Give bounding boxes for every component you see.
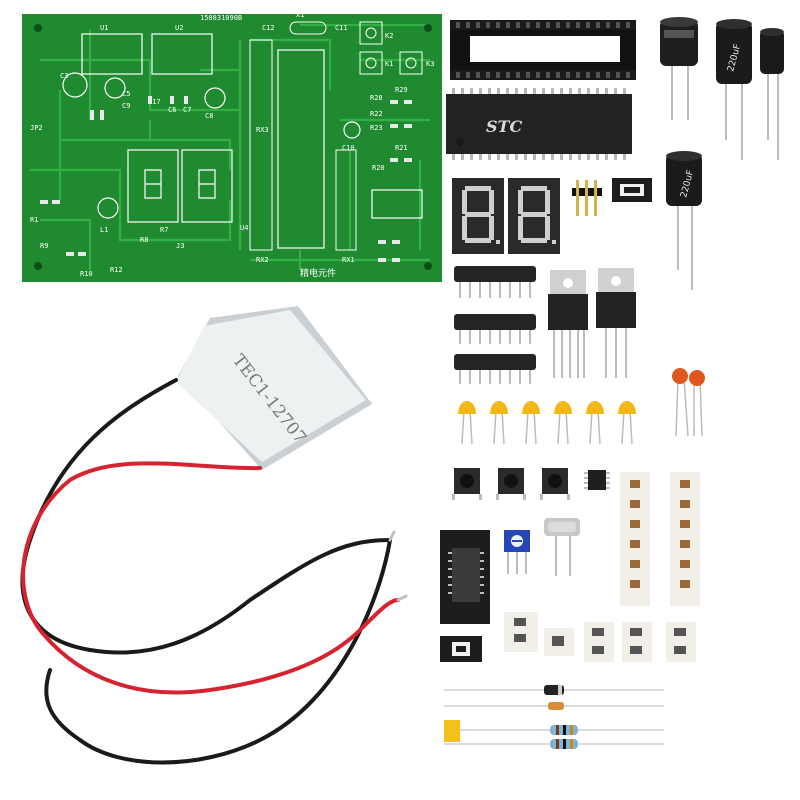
u2-outline (151, 33, 213, 75)
pcb-label-rx3: RX3 (256, 126, 269, 134)
electrolytic-cap-medium: 220uF (666, 151, 702, 290)
pcb-model-text: 150831090B (200, 14, 242, 22)
pcb-label-r7: R7 (160, 226, 168, 234)
regulator-left-label: LM2576T (552, 304, 573, 310)
pcb-label-r22: R22 (370, 110, 383, 118)
pcb-label-r1: R1 (30, 216, 38, 224)
pcb-label-c11: C11 (335, 24, 348, 32)
pcb-label-k3: K3 (426, 60, 434, 68)
seven-segment-display-2 (508, 178, 560, 254)
pcb-pads (40, 96, 412, 262)
pcb-label-c7: C7 (183, 106, 191, 114)
pcb-label-k2: K1 (385, 60, 393, 68)
pcb-label-u4: U4 (240, 224, 248, 232)
pcb-label-c10: C10 (342, 144, 355, 152)
pcb-label-x1: X1 (296, 11, 304, 19)
mcu-footprint (277, 49, 325, 249)
pcb-label-r20: R20 (372, 164, 385, 172)
tactile-switch-2 (496, 468, 526, 500)
pcb-label-r12: R12 (110, 266, 123, 274)
pcb-label-u2: U2 (175, 24, 183, 32)
smd-relay-chip (612, 178, 652, 202)
pcb-label-k1: K2 (385, 32, 393, 40)
crystal-oscillator (544, 518, 580, 576)
pcb-label-jp2: JP2 (30, 124, 43, 132)
resistor-network-1 (454, 266, 536, 298)
pcb-label-c5: C5 (122, 90, 130, 98)
pcb-label-rx2: RX2 (256, 256, 269, 264)
smd-tape-2 (670, 472, 700, 606)
resistor-2 (444, 739, 664, 749)
key-k2-footprint (359, 51, 383, 75)
smd-small-chip (440, 636, 482, 662)
rx-header-right (335, 149, 357, 251)
pcb-label-r9: R9 (40, 242, 48, 250)
c5-footprint (104, 77, 126, 99)
c8-footprint (204, 87, 226, 109)
pcb-label-c3: C3 (60, 72, 68, 80)
u4-footprint (371, 189, 423, 219)
l1-footprint (97, 197, 119, 219)
pcb-label-r8: R8 (140, 236, 148, 244)
key-k3-footprint (399, 51, 423, 75)
regulator-right-label: LT805CV (600, 302, 621, 308)
pcb-label-r23: R23 (370, 124, 383, 132)
stc-microcontroller: STC (446, 88, 632, 160)
tec-module: TEC1-12707 (176, 306, 372, 470)
soic8-chip (584, 470, 610, 490)
pcb-label-rx1: RX1 (342, 256, 355, 264)
c3-footprint (62, 72, 88, 98)
pcb-label-r29: R29 (395, 86, 408, 94)
seg1-footprint (127, 149, 179, 223)
dip40-socket (450, 20, 636, 80)
key-k1-footprint (359, 21, 383, 45)
pcb-label-j3: J3 (176, 242, 184, 250)
pcb-label-u1: U1 (100, 24, 108, 32)
diode-2 (444, 702, 664, 710)
ceramic-capacitors (458, 401, 636, 445)
electrolytic-cap-small (760, 28, 784, 160)
soic-chip-large (440, 530, 490, 624)
pcb-board: X1 C12 C11 U1 U2 K2 K1 K3 R28 R29 R22 R2… (22, 11, 442, 282)
inductor (660, 17, 698, 120)
c10-footprint (343, 121, 361, 139)
pcb-label-c12: C12 (262, 24, 275, 32)
pin-header (572, 180, 602, 216)
resistor-network-3 (454, 354, 536, 384)
pcb-label-c8: C8 (205, 112, 213, 120)
u1-outline (81, 33, 143, 75)
diode-1 (444, 685, 664, 695)
seg2-footprint (181, 149, 233, 223)
resistor-1 (550, 725, 578, 735)
pcb-label-r10: R10 (80, 270, 93, 278)
pcb-label-r17: R17 (148, 98, 161, 106)
smd-tape-strips (504, 612, 696, 662)
regulator-lt805: LT805CV (596, 268, 636, 378)
chip-brand: STC (486, 117, 522, 136)
smd-tape-1 (620, 472, 650, 606)
tactile-switch-3 (540, 468, 570, 500)
pcb-chinese-label: 精电元件 (300, 267, 336, 279)
tec-wires (20, 378, 408, 765)
electrolytic-cap-large: 220uF (716, 19, 752, 160)
trimmer-potentiometer (504, 530, 530, 574)
resistor-network-2 (454, 314, 536, 344)
pcb-label-r28: R28 (370, 94, 383, 102)
disc-capacitors (672, 368, 705, 437)
regulator-lm2576: LM2576T (548, 270, 588, 378)
tactile-switch-1 (452, 468, 482, 500)
pcb-traces (30, 23, 430, 270)
seven-segment-display-1 (452, 178, 504, 254)
pcb-label-c6: C6 (168, 106, 176, 114)
pcb-label-r21: R21 (395, 144, 408, 152)
crystal-footprint (289, 21, 327, 35)
rx-header-left (249, 39, 273, 251)
pcb-label-c9: C9 (122, 102, 130, 110)
pcb-label-l1: L1 (100, 226, 108, 234)
